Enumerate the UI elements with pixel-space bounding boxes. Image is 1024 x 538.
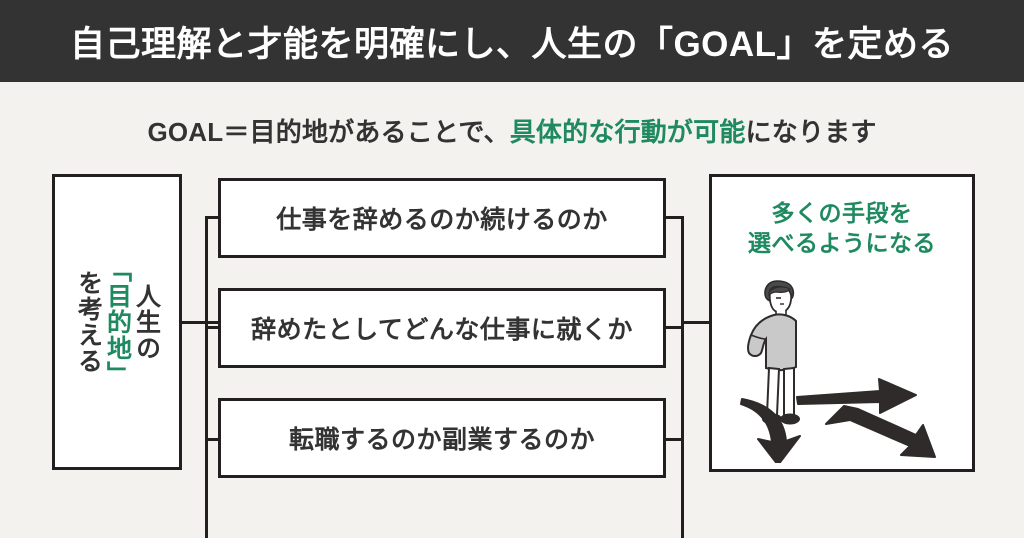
connector-left-branch-2 bbox=[205, 326, 221, 329]
connector-right-branch-3 bbox=[663, 438, 684, 441]
connector-left-branch-3 bbox=[205, 438, 221, 441]
option-box-2: 辞めたとしてどんな仕事に就くか bbox=[218, 288, 666, 368]
right-panel-caption-line-1: 多くの手段を bbox=[771, 200, 913, 226]
page-title: 自己理解と才能を明確にし、人生の「GOAL」を定める bbox=[69, 24, 955, 64]
connector-left-spine bbox=[205, 216, 208, 538]
subtitle-prefix: GOAL＝目的地があることで、 bbox=[147, 117, 510, 147]
arrow-down-right bbox=[825, 405, 936, 458]
option-box-1: 仕事を辞めるのか続けるのか bbox=[218, 178, 666, 258]
person-at-crossroads-illustration bbox=[740, 280, 936, 463]
connector-right-branch-1 bbox=[663, 216, 684, 219]
connector-left-branch-1 bbox=[205, 216, 221, 219]
subtitle: GOAL＝目的地があることで、具体的な行動が可能になります bbox=[0, 112, 1024, 149]
subtitle-accent: 具体的な行動が可能 bbox=[509, 117, 746, 147]
connector-right-spine bbox=[681, 216, 684, 538]
left-panel-box: 人生の 「目的地」 を考える bbox=[52, 174, 182, 470]
connector-left-stem bbox=[182, 321, 218, 324]
arrow-down bbox=[740, 398, 801, 463]
option-box-3: 転職するのか副業するのか bbox=[218, 398, 666, 478]
right-panel-caption-line-2: 選べるようになる bbox=[748, 229, 936, 256]
subtitle-suffix: になります bbox=[745, 117, 877, 147]
arrow-up-right bbox=[796, 378, 917, 414]
left-panel-column-3: を考える bbox=[74, 270, 103, 374]
option-box-2-label: 辞めたとしてどんな仕事に就くか bbox=[251, 316, 633, 344]
connector-right-branch-2 bbox=[663, 326, 684, 329]
connector-right-stem bbox=[681, 321, 713, 324]
header-bar bbox=[0, 0, 1024, 82]
left-panel-column-2: 「目的地」 bbox=[103, 257, 132, 387]
right-panel-caption: 多くの手段を 選べるようになる bbox=[712, 199, 972, 259]
left-panel-column-1: 人生の bbox=[132, 283, 161, 361]
right-panel-box: 多くの手段を 選べるようになる bbox=[709, 174, 975, 472]
option-box-1-label: 仕事を辞めるのか続けるのか bbox=[276, 206, 608, 234]
left-panel-vertical-text: 人生の 「目的地」 を考える bbox=[55, 177, 179, 467]
person-figure bbox=[746, 280, 800, 425]
option-box-3-label: 転職するのか副業するのか bbox=[288, 426, 595, 454]
